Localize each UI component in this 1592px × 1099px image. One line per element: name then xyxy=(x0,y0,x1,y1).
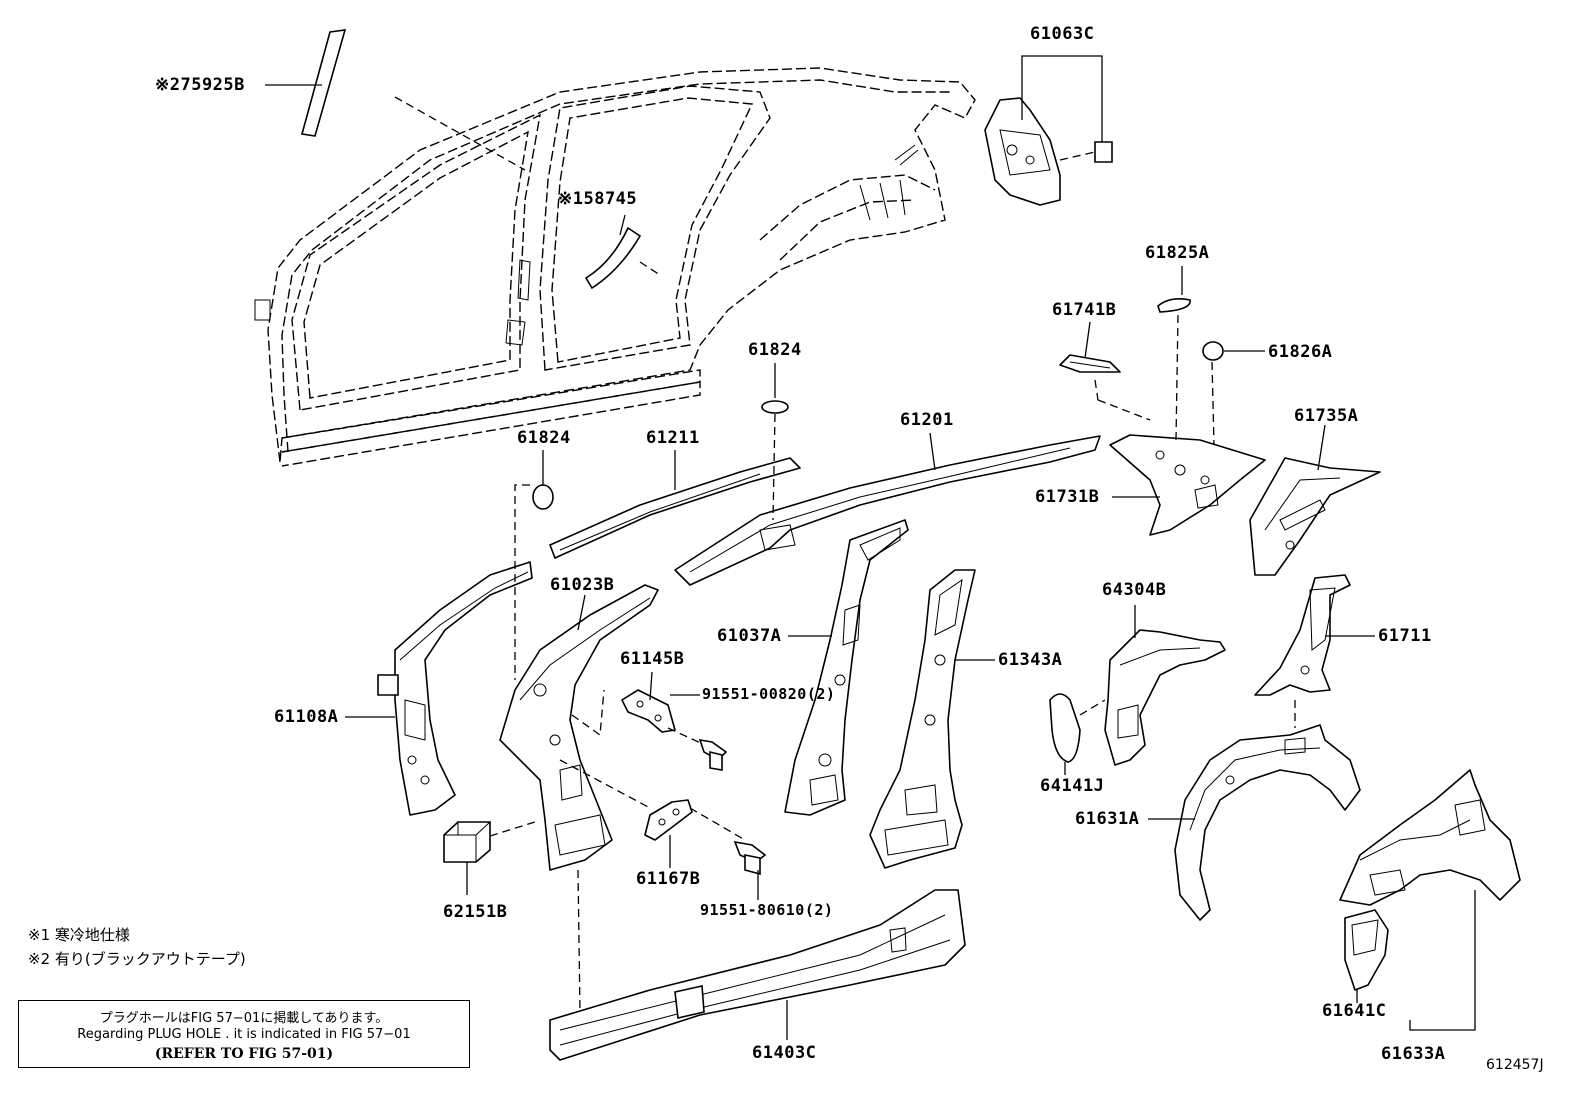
label-61403C: 61403C xyxy=(752,1043,817,1063)
label-61731B: 61731B xyxy=(1035,487,1100,507)
part-61063C xyxy=(984,55,1113,206)
reference-line-japanese: プラグホールはFIG 57−01に掲載してあります。 xyxy=(99,1011,389,1026)
part-91551-00820-bolt xyxy=(698,738,728,771)
part-61824-top xyxy=(761,363,789,521)
part-62151B xyxy=(443,821,536,895)
label-61631A: 61631A xyxy=(1075,809,1140,829)
label-61023B: 61023B xyxy=(550,575,615,595)
reference-line-refer: (REFER TO FIG 57-01) xyxy=(154,1046,334,1062)
part-61037A xyxy=(784,519,909,816)
part-64304B xyxy=(1104,605,1226,766)
label-91551-80610: 91551-80610(2) xyxy=(700,901,834,919)
part-61343A xyxy=(869,569,995,869)
part-61641C xyxy=(1344,909,1389,1003)
label-61343A: 61343A xyxy=(998,650,1063,670)
label-61145B: 61145B xyxy=(620,649,685,669)
label-64304B: 64304B xyxy=(1102,580,1167,600)
part-61735A xyxy=(1249,424,1381,576)
label-61211: 61211 xyxy=(646,428,700,448)
part-61826A xyxy=(1202,341,1265,446)
label-62151B: 62151B xyxy=(443,902,508,922)
part-91551-80610-bolt xyxy=(733,840,767,900)
label-61711: 61711 xyxy=(1378,626,1432,646)
part-61633A xyxy=(1339,769,1521,1031)
label-61824-top: 61824 xyxy=(748,340,802,360)
part-61403C xyxy=(549,889,966,1061)
label-61735A: 61735A xyxy=(1294,406,1359,426)
figure-number: 612457J xyxy=(1486,1057,1544,1073)
label-75925B: ※275925B xyxy=(155,75,245,95)
label-61824-left: 61824 xyxy=(517,428,571,448)
reference-box: プラグホールはFIG 57−01に掲載してあります。 Regarding PLU… xyxy=(18,1000,470,1068)
part-58745 xyxy=(584,214,661,290)
note-blackout-tape: ※2 有り(ブラックアウトテープ) xyxy=(28,950,246,968)
body-side-outline xyxy=(254,67,976,467)
label-58745: ※158745 xyxy=(558,189,638,209)
part-61145B xyxy=(621,671,706,746)
part-75925B xyxy=(265,29,526,171)
reference-line-english: Regarding PLUG HOLE . it is indicated in… xyxy=(77,1027,411,1042)
label-61037A: 61037A xyxy=(717,626,782,646)
note-cold-region: ※1 寒冷地仕様 xyxy=(28,926,130,944)
label-61633A: 61633A xyxy=(1381,1044,1446,1064)
label-91551-00820: 91551-00820(2) xyxy=(702,685,836,703)
label-61108A: 61108A xyxy=(274,707,339,727)
part-61201 xyxy=(674,432,1101,586)
part-64141J xyxy=(1049,693,1106,775)
part-61824-left xyxy=(514,450,554,680)
part-61711 xyxy=(1254,574,1375,728)
part-61211 xyxy=(549,450,801,559)
part-61731B xyxy=(1109,434,1266,536)
label-61167B: 61167B xyxy=(636,869,701,889)
label-64141J: 64141J xyxy=(1040,776,1105,796)
label-61741B: 61741B xyxy=(1052,300,1117,320)
part-61108A xyxy=(345,561,533,816)
label-61826A: 61826A xyxy=(1268,342,1333,362)
part-61825A xyxy=(1157,266,1191,441)
label-61201: 61201 xyxy=(900,410,954,430)
label-61063C: 61063C xyxy=(1030,24,1095,44)
label-61641C: 61641C xyxy=(1322,1001,1387,1021)
part-61741B xyxy=(1059,321,1151,421)
part-61167B xyxy=(559,759,746,868)
part-61631A xyxy=(1148,724,1361,921)
label-61825A: 61825A xyxy=(1145,243,1210,263)
